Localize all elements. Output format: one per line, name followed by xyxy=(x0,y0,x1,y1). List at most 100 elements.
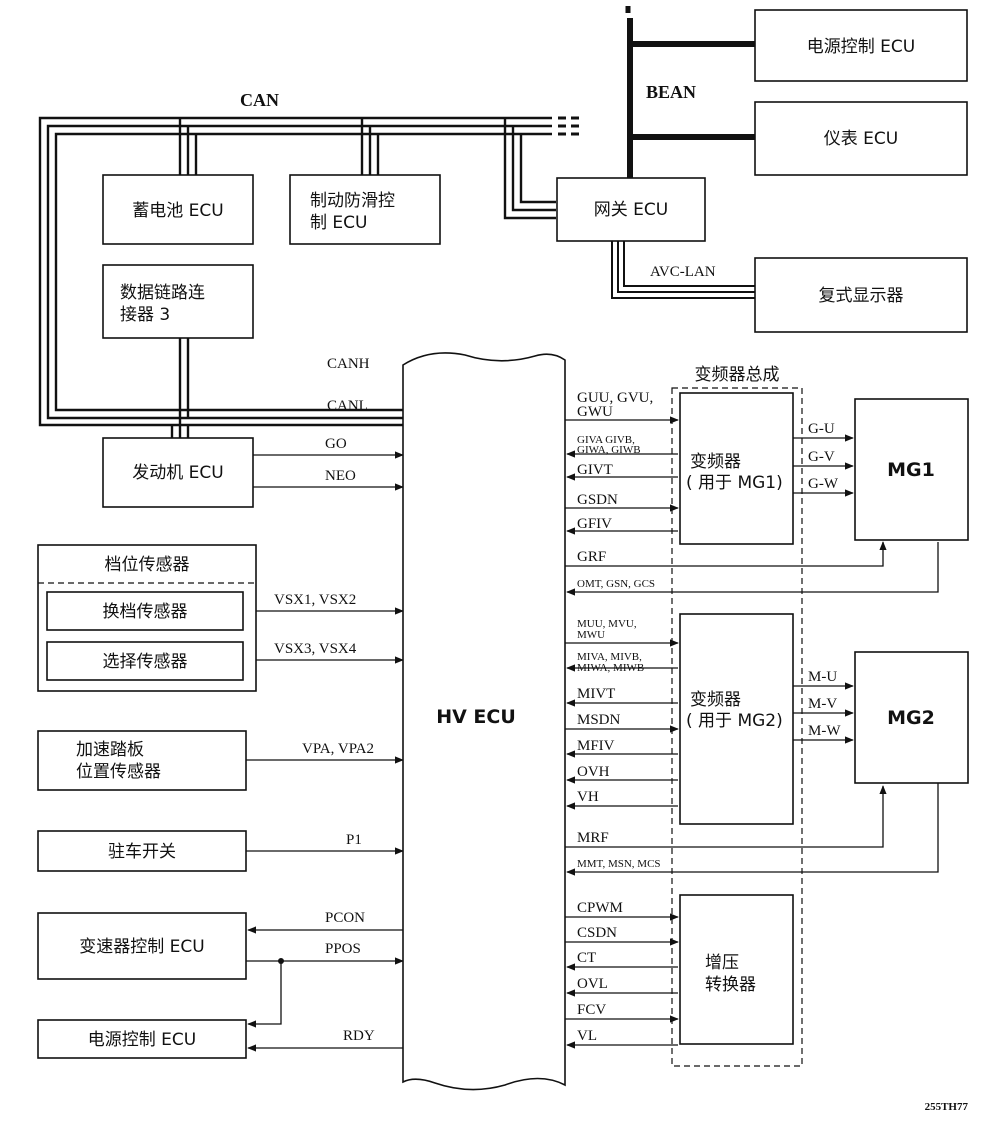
gsdn-label: GSDN xyxy=(577,492,618,508)
neo-label: NEO xyxy=(325,468,356,484)
trans-ecu-box xyxy=(37,912,247,980)
guu-label-1: GUU, GVU, xyxy=(577,390,653,406)
select-sensor-box xyxy=(46,641,244,681)
dlc3-label-1: 数据链路连 xyxy=(120,283,205,303)
park-switch-box xyxy=(37,830,247,872)
dlc3-box xyxy=(102,264,254,339)
gu-label: G-U xyxy=(808,421,835,437)
omt-label: OMT, GSN, GCS xyxy=(577,578,655,590)
inverter-mg2-box xyxy=(679,613,794,825)
power-ecu-bottom-label: 电源控制 ECU xyxy=(88,1030,196,1050)
power-ecu-top-label: 电源控制 ECU xyxy=(807,37,915,57)
muu-label-1: MUU, MVU, xyxy=(577,618,637,630)
brake-ecu-label-2: 制 ECU xyxy=(310,213,367,233)
vsx12-label: VSX1, VSX2 xyxy=(274,592,356,608)
ovh-label: OVH xyxy=(577,764,610,780)
gateway-ecu-label: 网关 ECU xyxy=(594,200,668,220)
go-label: GO xyxy=(325,436,347,452)
boost-converter-box xyxy=(679,894,794,1045)
mfiv-label: MFIV xyxy=(577,738,615,754)
shift-sensor-group-label: 档位传感器 xyxy=(105,555,190,575)
mg2-phase-wires xyxy=(793,682,854,744)
meter-ecu-box xyxy=(754,101,968,176)
inverter-mg1-label-2: ( 用于 MG1) xyxy=(686,473,783,493)
park-switch-label: 驻车开关 xyxy=(108,842,176,862)
canl-label: CANL xyxy=(327,398,368,414)
miva-label-1: MIVA, MIVB, xyxy=(577,651,642,663)
mg1-signal-wires xyxy=(565,416,939,596)
avc-lan-bus xyxy=(611,240,755,299)
can-label: CAN xyxy=(240,90,279,110)
can-bus xyxy=(38,116,579,438)
p1-label: P1 xyxy=(346,832,362,848)
shift-sensor-box xyxy=(46,591,244,631)
dlc3-label-2: 接器 3 xyxy=(120,305,170,325)
mv-label: M-V xyxy=(808,696,837,712)
csdn-label: CSDN xyxy=(577,925,617,941)
meter-ecu-label: 仪表 ECU xyxy=(824,129,898,149)
inverter-mg2-label-2: ( 用于 MG2) xyxy=(686,711,783,731)
accel-sensor-label-1: 加速踏板 xyxy=(76,740,144,760)
inverter-assembly-label: 变频器总成 xyxy=(695,365,780,385)
vh-label: VH xyxy=(577,789,599,805)
accel-sensor-box xyxy=(37,730,247,791)
cpwm-label: CPWM xyxy=(577,900,623,916)
bean-bus xyxy=(625,6,755,178)
rdy-label: RDY xyxy=(343,1028,375,1044)
muu-label-2: MWU xyxy=(577,629,605,641)
hv-ecu-box xyxy=(402,352,566,1091)
vpa-label: VPA, VPA2 xyxy=(302,741,374,757)
vl-label: VL xyxy=(577,1028,597,1044)
mg2-box xyxy=(854,651,969,784)
shift-sensor-label: 换档传感器 xyxy=(103,602,188,622)
multi-display-label: 复式显示器 xyxy=(819,286,904,306)
mrf-label: MRF xyxy=(577,830,609,846)
engine-ecu-label: 发动机 ECU xyxy=(132,463,223,483)
brake-ecu-box xyxy=(289,174,441,245)
mu-label: M-U xyxy=(808,669,837,685)
mg2-signal-wires xyxy=(565,639,939,876)
vsx34-label: VSX3, VSX4 xyxy=(274,641,357,657)
inverter-assembly-outline xyxy=(671,387,803,1067)
giva-label-1: GIVA GIVB, xyxy=(577,434,635,446)
select-sensor-label: 选择传感器 xyxy=(103,652,188,672)
mg1-box xyxy=(854,398,969,541)
power-ecu-top-box xyxy=(754,9,968,82)
guu-label-2: GWU xyxy=(577,404,613,420)
miva-label-2: MIWA, MIWB xyxy=(577,662,644,674)
boost-converter-label-2: 转换器 xyxy=(705,975,756,995)
pcon-label: PCON xyxy=(325,910,365,926)
gv-label: G-V xyxy=(808,449,835,465)
givt-label: GIVT xyxy=(577,462,613,478)
bean-label: BEAN xyxy=(646,82,696,102)
gfiv-label: GFIV xyxy=(577,516,612,532)
inverter-mg2-label-1: 变频器 xyxy=(690,690,741,710)
battery-ecu-label: 蓄电池 ECU xyxy=(132,201,223,221)
gateway-ecu-box xyxy=(556,177,706,242)
boost-signal-wires xyxy=(565,913,679,1049)
brake-ecu-label-1: 制动防滑控 xyxy=(310,191,395,211)
engine-ecu-box xyxy=(102,437,254,508)
ppos-branch-wire xyxy=(247,961,282,1028)
mmt-label: MMT, MSN, MCS xyxy=(577,858,661,870)
canh-label: CANH xyxy=(327,356,370,372)
boost-converter-label-1: 增压 xyxy=(705,953,739,973)
ovl-label: OVL xyxy=(577,976,608,992)
ct-label: CT xyxy=(577,950,596,966)
mg1-phase-wires xyxy=(793,434,854,497)
gw-label: G-W xyxy=(808,476,839,492)
inverter-mg1-label-1: 变频器 xyxy=(690,452,741,472)
mw-label: M-W xyxy=(808,723,841,739)
trans-ecu-label: 变速器控制 ECU xyxy=(79,937,204,957)
accel-sensor-label-2: 位置传感器 xyxy=(76,762,161,782)
multi-display-box xyxy=(754,257,968,333)
mivt-label: MIVT xyxy=(577,686,615,702)
figure-code: 255TH77 xyxy=(925,1101,969,1113)
mg2-label: MG2 xyxy=(887,707,935,729)
hv-ecu-label: HV ECU xyxy=(436,706,516,728)
fcv-label: FCV xyxy=(577,1002,606,1018)
inverter-mg1-box xyxy=(679,392,794,545)
msdn-label: MSDN xyxy=(577,712,621,728)
battery-ecu-box xyxy=(102,174,254,245)
